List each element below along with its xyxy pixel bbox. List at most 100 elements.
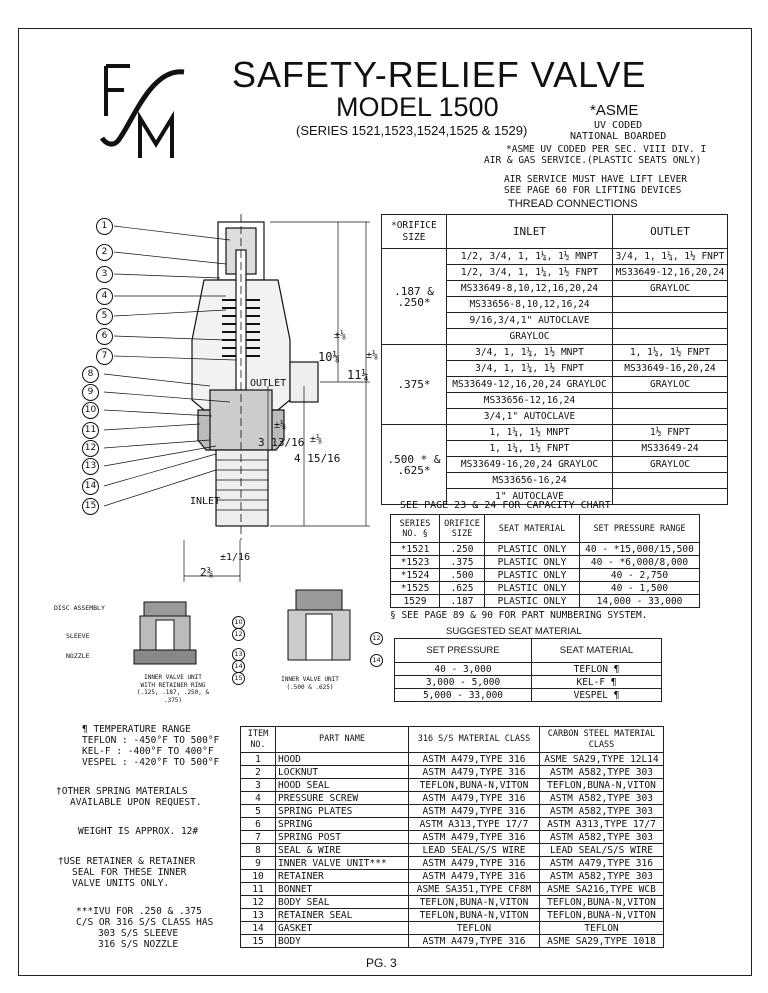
table-cell: SEAL & WIRE	[275, 843, 409, 857]
dim-11: 11¼	[347, 368, 369, 382]
table-cell: INNER VALVE UNIT***	[275, 856, 409, 870]
table-cell: TEFLON	[408, 921, 540, 935]
table-cell: TEFLON,BUNA-N,VITON	[408, 778, 540, 792]
col-seat-material: SEAT MATERIAL	[484, 514, 580, 543]
table-cell: GRAYLOC	[446, 328, 613, 345]
callout-5: 5	[96, 308, 113, 325]
table-cell: 40 - 1,500	[579, 581, 700, 595]
table-cell	[612, 472, 728, 489]
table-cell: MS33656-8,10,12,16,24	[446, 296, 613, 313]
table-cell: SPRING POST	[275, 830, 409, 844]
col-316ss: 316 S/S MATERIAL CLASS	[408, 726, 540, 753]
table-cell	[612, 328, 728, 345]
tol-3: ±⅛	[274, 420, 287, 431]
table-cell: 9/16,3/4,1" AUTOCLAVE	[446, 312, 613, 329]
table-cell: ASTM A582,TYPE 303	[539, 869, 664, 883]
table-cell: PLASTIC ONLY	[484, 581, 580, 595]
table-cell: 15	[240, 934, 276, 948]
callout-2: 2	[96, 244, 113, 261]
spring-note: †OTHER SPRING MATERIALS AVAILABLE UPON R…	[56, 786, 202, 808]
table-cell: MS33649-16,20,24	[612, 360, 728, 377]
series-table: SERIES NO. § ORIFICE SIZE SEAT MATERIAL …	[390, 514, 700, 608]
table-cell: SPRING PLATES	[275, 804, 409, 818]
col-orifice-size: ORIFICE SIZE	[439, 514, 485, 543]
table-cell: PLASTIC ONLY	[484, 568, 580, 582]
table-cell: ASTM A479,TYPE 316	[408, 830, 540, 844]
col-part-name: PART NAME	[275, 726, 409, 753]
table-cell: *1523	[390, 555, 440, 569]
table-cell: PRESSURE SCREW	[275, 791, 409, 805]
callout-7: 7	[96, 348, 113, 365]
table-cell: 40 - *6,000/8,000	[579, 555, 700, 569]
table-cell: LOCKNUT	[275, 765, 409, 779]
table-cell: KEL-F ¶	[531, 675, 662, 689]
table-cell	[612, 408, 728, 425]
small-callout-14: 14	[370, 654, 383, 667]
table-cell: 11	[240, 882, 276, 896]
page-border	[18, 28, 752, 976]
table-cell: .187	[439, 594, 485, 608]
col-series: SERIES NO. §	[390, 514, 440, 543]
callout-11: 11	[82, 422, 99, 439]
col-set-pressure: SET PRESSURE	[394, 638, 532, 663]
table-cell: ASTM A582,TYPE 303	[539, 791, 664, 805]
callout-6: 6	[96, 328, 113, 345]
table-cell: .500	[439, 568, 485, 582]
callout-15: 15	[82, 498, 99, 515]
table-cell: MS33656-16,24	[446, 472, 613, 489]
temperature-notes: ¶ TEMPERATURE RANGE TEFLON : -450°F TO 5…	[82, 724, 220, 768]
table-cell: RETAINER SEAL	[275, 908, 409, 922]
table-cell: ASME SA29,TYPE 12L14	[539, 752, 664, 766]
callout-3: 3	[96, 266, 113, 283]
col-inlet: INLET	[446, 214, 613, 249]
table-cell: 1/2, 3/4, 1, 1¼, 1½ MNPT	[446, 248, 613, 265]
page-title: SAFETY-RELIEF VALVE	[232, 54, 647, 95]
col-carbon-steel: CARBON STEEL MATERIAL CLASS	[539, 726, 664, 753]
table-cell: 1529	[390, 594, 440, 608]
callout-12: 12	[82, 440, 99, 457]
weight-note: WEIGHT IS APPROX. 12#	[78, 826, 199, 837]
table-cell: ASTM A582,TYPE 303	[539, 765, 664, 779]
table-cell: 3/4, 1, 1¼, 1½ MNPT	[446, 344, 613, 361]
retainer-note: †USE RETAINER & RETAINER SEAL FOR THESE …	[58, 856, 196, 889]
table-cell: 1	[240, 752, 276, 766]
air-note1: AIR SERVICE MUST HAVE LIFT LEVER	[504, 174, 688, 185]
table-cell: 8	[240, 843, 276, 857]
asme-note1: *ASME UV CODED PER SEC. VIII DIV. I	[506, 144, 707, 155]
table-cell: 1" AUTOCLAVE	[446, 488, 613, 505]
small-callout-12: 12	[370, 632, 383, 645]
table-cell: 12	[240, 895, 276, 909]
part-numbering-note: § SEE PAGE 89 & 90 FOR PART NUMBERING SY…	[390, 610, 648, 621]
orifice-group-2: .375*	[381, 344, 447, 425]
table-cell: GASKET	[275, 921, 409, 935]
fsm-logo	[99, 64, 185, 158]
table-cell: MS33656-12,16,24	[446, 392, 613, 409]
table-cell: ASTM A479,TYPE 316	[408, 765, 540, 779]
tol-1: ±⅛	[334, 330, 347, 341]
table-cell: 1, 1¼, 1½ FNPT	[446, 440, 613, 457]
table-cell: 3/4,1" AUTOCLAVE	[446, 408, 613, 425]
small-callout-15: 15	[232, 672, 245, 685]
table-cell: *1521	[390, 542, 440, 556]
outlet-label: OUTLET	[250, 378, 287, 389]
table-cell: TEFLON,BUNA-N,VITON	[408, 895, 540, 909]
table-cell: TEFLON,BUNA-N,VITON	[539, 778, 664, 792]
table-cell: 3	[240, 778, 276, 792]
table-cell: HOOD	[275, 752, 409, 766]
sleeve-label: SLEEVE	[66, 632, 90, 640]
inlet-label: INLET	[190, 496, 221, 507]
table-cell: 5,000 - 33,000	[394, 688, 532, 702]
